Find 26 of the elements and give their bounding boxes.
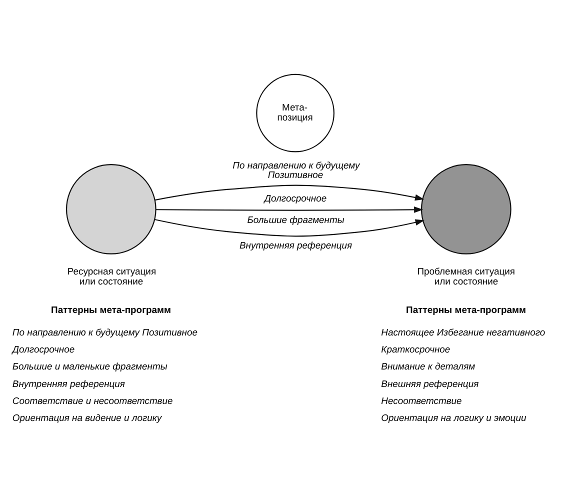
label: Внимание к деталям <box>381 361 476 372</box>
node-label: Ресурсная ситуация или состояние <box>67 266 156 288</box>
label: Внешняя референция <box>381 378 479 390</box>
arrow <box>156 206 424 212</box>
label: Долгосрочное <box>12 344 75 355</box>
arrow <box>154 218 424 236</box>
node-label: Проблемная ситуация или состояние <box>417 266 515 288</box>
node-circle <box>420 164 512 254</box>
node-circle: Мета-позиция <box>256 73 334 152</box>
label: Паттерны мета-программ <box>406 304 526 316</box>
label: Ориентация на видение и логику <box>12 412 162 424</box>
label: Большие и маленькие фрагменты <box>12 361 168 372</box>
label: По направлению к будущему Позитивное <box>12 326 198 338</box>
label: Ориентация на логику и эмоции <box>381 412 526 424</box>
label: Краткосрочное <box>381 344 450 355</box>
label: Внутренняя референция <box>12 378 125 390</box>
label: Внутренняя референция <box>240 240 352 252</box>
label: Соответствие и несоответствие <box>12 395 173 406</box>
label: Паттерны мета-программ <box>51 304 171 316</box>
arrow <box>154 184 424 200</box>
label: Несоответствие <box>381 395 462 406</box>
label: Настоящее Избегание негативного <box>381 326 546 338</box>
edge-label: Долгосрочное <box>264 192 327 204</box>
edge-label: По направлению к будущему Позитивное <box>232 160 360 181</box>
node-circle <box>66 164 156 254</box>
edge-label: Большие фрагменты <box>247 214 344 226</box>
